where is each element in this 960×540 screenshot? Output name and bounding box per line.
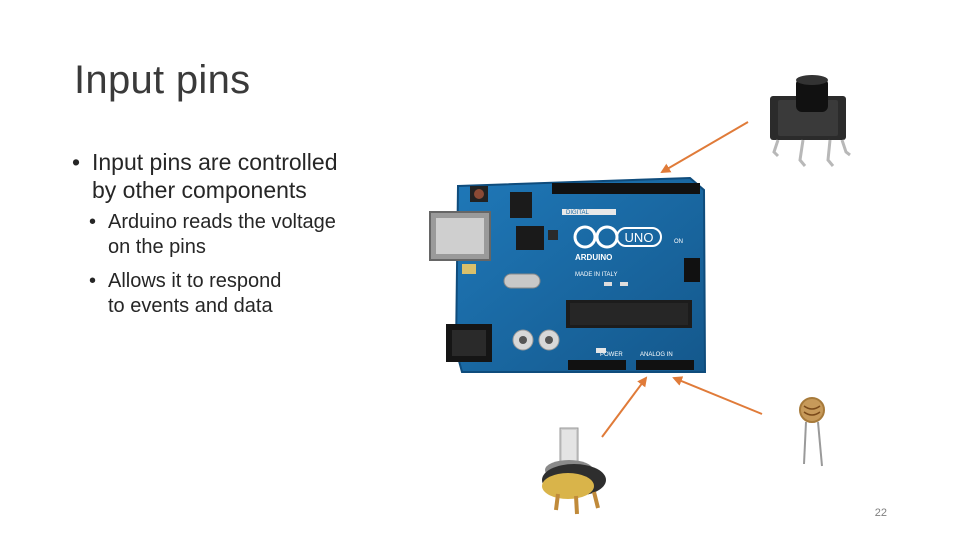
board-analog-label: ANALOG IN [640, 352, 673, 358]
board-logo-text: UNO [625, 230, 654, 245]
arrow-button-to-board [662, 122, 748, 172]
arrow-potentiometer-to-board [602, 378, 646, 437]
board-brand-text: ARDUINO [575, 253, 612, 262]
board-digital-label: DIGITAL [566, 210, 590, 216]
page-number: 22 [875, 507, 887, 519]
potentiometer-icon [542, 428, 606, 514]
arduino-uno-board: UNO ARDUINO MADE IN ITALY DIGITAL ON POW… [430, 178, 705, 372]
board-on-label: ON [674, 239, 683, 245]
board-made-in-text: MADE IN ITALY [575, 272, 617, 278]
push-button-icon [770, 75, 850, 166]
photoresistor-icon [800, 398, 824, 466]
arrow-photoresistor-to-board [674, 378, 762, 414]
